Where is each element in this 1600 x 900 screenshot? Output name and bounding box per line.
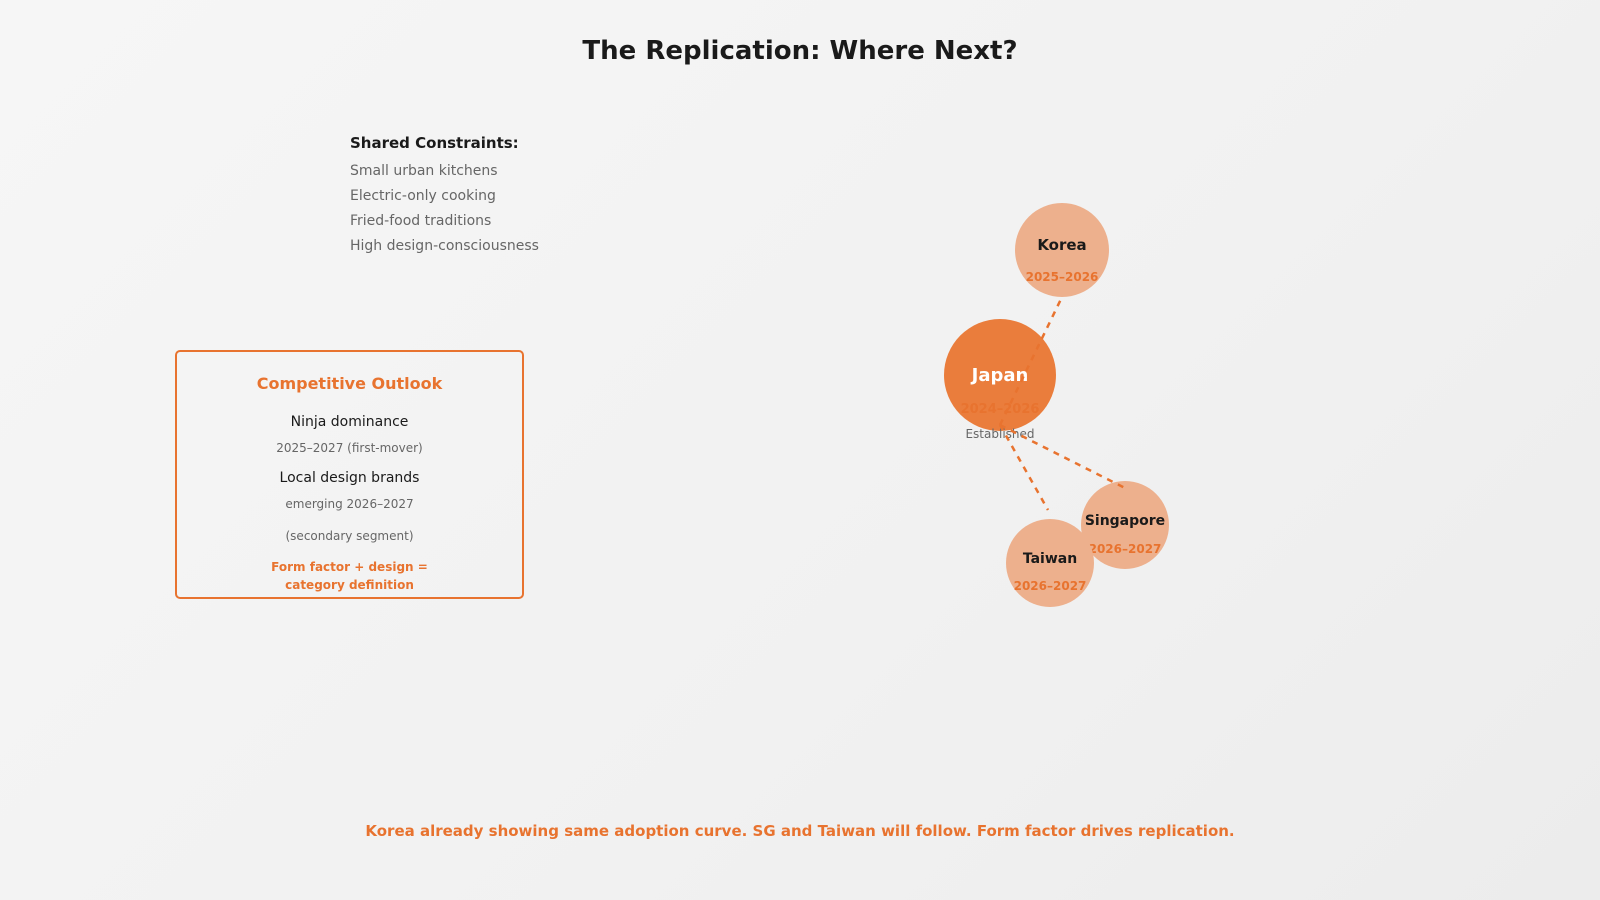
- japan-years: 2024–2026: [961, 402, 1040, 417]
- singapore-years: 2026–2027: [1089, 542, 1162, 556]
- constraint-item: Small urban kitchens: [350, 163, 498, 179]
- singapore-name: Singapore: [1085, 513, 1165, 529]
- japan-node: [944, 319, 1056, 431]
- korea-years: 2025–2026: [1026, 270, 1099, 284]
- constraints-heading: Shared Constraints:: [350, 134, 519, 152]
- ninja-label: Ninja dominance: [290, 414, 409, 430]
- segment-note: (secondary segment): [285, 529, 414, 543]
- conclusion-line-1: Form factor + design =: [271, 560, 428, 574]
- ninja-period: 2025–2027 (first-mover): [276, 441, 423, 455]
- footer-summary: Korea already showing same adoption curv…: [365, 822, 1235, 840]
- taiwan-name: Taiwan: [1023, 551, 1077, 567]
- japan-status: Established: [965, 427, 1034, 441]
- competitive-outlook-box: Competitive Outlook Ninja dominance 2025…: [175, 350, 524, 599]
- singapore-node: [1081, 481, 1169, 569]
- shared-constraints: Shared Constraints: Small urban kitchens…: [350, 134, 539, 259]
- constraint-item: High design-consciousness: [350, 238, 539, 254]
- taiwan-years: 2026–2027: [1014, 579, 1087, 593]
- page-title: The Replication: Where Next?: [582, 36, 1018, 66]
- connector-japan-taiwan: [998, 424, 1050, 511]
- korea-name: Korea: [1037, 236, 1086, 254]
- local-brands-period: emerging 2026–2027: [285, 497, 414, 511]
- taiwan-node: [1006, 519, 1094, 607]
- japan-name: Japan: [970, 365, 1029, 386]
- constraint-item: Electric-only cooking: [350, 188, 496, 204]
- conclusion-line-2: category definition: [285, 578, 414, 592]
- local-brands-label: Local design brands: [279, 470, 420, 486]
- constraint-item: Fried-food traditions: [350, 213, 492, 229]
- outlook-heading: Competitive Outlook: [256, 374, 443, 393]
- korea-node: [1015, 203, 1109, 297]
- outlook-conclusion: Form factor + design = category definiti…: [177, 558, 522, 594]
